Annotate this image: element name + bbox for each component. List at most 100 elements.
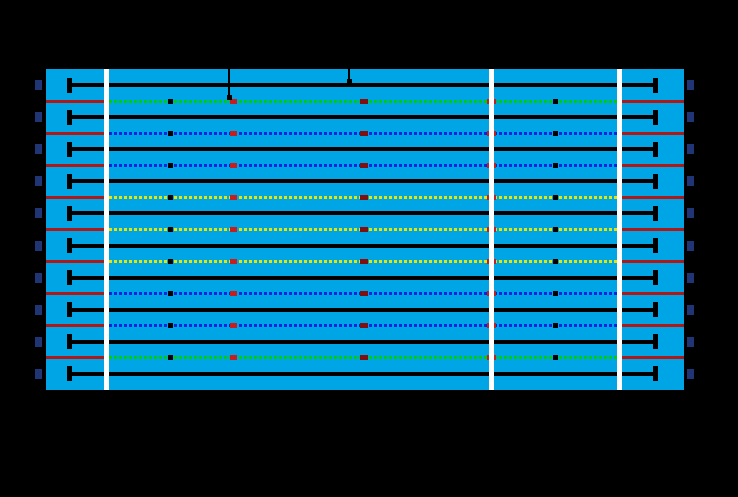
- lane-floor-line: [70, 340, 655, 344]
- rope-distance-mark: [553, 131, 558, 136]
- floor-line-tbar-left: [67, 238, 72, 253]
- floor-line-tbar-left: [67, 302, 72, 317]
- rope-distance-mark: [360, 131, 368, 136]
- callout-line: [228, 68, 230, 95]
- lane-floor-line: [70, 211, 655, 215]
- starting-block-left: [35, 112, 42, 122]
- vertical-white-line: [617, 69, 622, 390]
- floor-line-tbar-left: [67, 206, 72, 221]
- rope-end-segment-left: [46, 324, 109, 327]
- rope-end-segment-left: [46, 196, 109, 199]
- callout-line: [348, 68, 350, 79]
- rope-distance-mark: [360, 355, 368, 360]
- callout-dot: [227, 95, 232, 100]
- floor-line-tbar-left: [67, 270, 72, 285]
- rope-distance-mark: [168, 131, 173, 136]
- rope-distance-mark: [230, 323, 237, 328]
- floor-line-tbar-right: [653, 78, 658, 93]
- rope-end-segment-right: [617, 100, 684, 103]
- starting-block-left: [35, 80, 42, 90]
- rope-end-segment-left: [46, 260, 109, 263]
- rope-distance-mark: [360, 195, 368, 200]
- rope-distance-mark: [230, 227, 237, 232]
- floor-line-tbar-left: [67, 366, 72, 381]
- starting-block-left: [35, 337, 42, 347]
- floor-line-tbar-right: [653, 238, 658, 253]
- rope-distance-mark: [553, 291, 558, 296]
- rope-distance-mark: [360, 227, 368, 232]
- rope-distance-mark: [360, 99, 368, 104]
- rope-distance-mark: [553, 355, 558, 360]
- floor-line-tbar-right: [653, 110, 658, 125]
- rope-distance-mark: [168, 291, 173, 296]
- rope-end-segment-left: [46, 356, 109, 359]
- rope-distance-mark: [230, 99, 237, 104]
- lane-floor-line: [70, 179, 655, 183]
- lane-floor-line: [70, 147, 655, 151]
- rope-distance-mark: [168, 163, 173, 168]
- floor-line-tbar-right: [653, 174, 658, 189]
- starting-block-right: [687, 80, 694, 90]
- rope-distance-mark: [360, 163, 368, 168]
- rope-distance-mark: [168, 323, 173, 328]
- starting-block-right: [687, 273, 694, 283]
- rope-end-segment-right: [617, 324, 684, 327]
- rope-distance-mark: [553, 99, 558, 104]
- starting-block-left: [35, 208, 42, 218]
- rope-distance-mark: [553, 259, 558, 264]
- rope-end-segment-right: [617, 292, 684, 295]
- starting-block-left: [35, 176, 42, 186]
- starting-block-right: [687, 144, 694, 154]
- floor-line-tbar-right: [653, 142, 658, 157]
- vertical-white-line: [104, 69, 109, 390]
- starting-block-right: [687, 112, 694, 122]
- starting-block-right: [687, 241, 694, 251]
- rope-distance-mark: [230, 195, 237, 200]
- rope-distance-mark: [553, 227, 558, 232]
- starting-block-right: [687, 176, 694, 186]
- floor-line-tbar-right: [653, 302, 658, 317]
- lane-floor-line: [70, 276, 655, 280]
- starting-block-left: [35, 241, 42, 251]
- rope-distance-mark: [168, 355, 173, 360]
- starting-block-left: [35, 273, 42, 283]
- lane-floor-line: [70, 115, 655, 119]
- rope-end-segment-right: [617, 132, 684, 135]
- floor-line-tbar-left: [67, 142, 72, 157]
- rope-end-segment-right: [617, 260, 684, 263]
- floor-line-tbar-left: [67, 174, 72, 189]
- rope-distance-mark: [230, 355, 237, 360]
- rope-distance-mark: [168, 259, 173, 264]
- floor-line-tbar-right: [653, 270, 658, 285]
- starting-block-right: [687, 337, 694, 347]
- rope-distance-mark: [168, 99, 173, 104]
- rope-end-segment-left: [46, 228, 109, 231]
- rope-distance-mark: [553, 323, 558, 328]
- floor-line-tbar-left: [67, 334, 72, 349]
- starting-block-left: [35, 305, 42, 315]
- rope-distance-mark: [360, 259, 368, 264]
- rope-distance-mark: [168, 195, 173, 200]
- rope-distance-mark: [553, 163, 558, 168]
- lane-floor-line: [70, 308, 655, 312]
- floor-line-tbar-right: [653, 366, 658, 381]
- starting-block-left: [35, 144, 42, 154]
- lane-floor-line: [70, 244, 655, 248]
- floor-line-tbar-left: [67, 110, 72, 125]
- rope-distance-mark: [230, 131, 237, 136]
- floor-line-tbar-right: [653, 334, 658, 349]
- starting-block-right: [687, 369, 694, 379]
- rope-end-segment-left: [46, 292, 109, 295]
- rope-distance-mark: [168, 227, 173, 232]
- rope-end-segment-right: [617, 228, 684, 231]
- starting-block-left: [35, 369, 42, 379]
- rope-end-segment-left: [46, 100, 109, 103]
- rope-distance-mark: [553, 195, 558, 200]
- rope-distance-mark: [360, 323, 368, 328]
- rope-end-segment-right: [617, 164, 684, 167]
- rope-distance-mark: [230, 291, 237, 296]
- starting-block-right: [687, 208, 694, 218]
- rope-distance-mark: [230, 163, 237, 168]
- floor-line-tbar-left: [67, 78, 72, 93]
